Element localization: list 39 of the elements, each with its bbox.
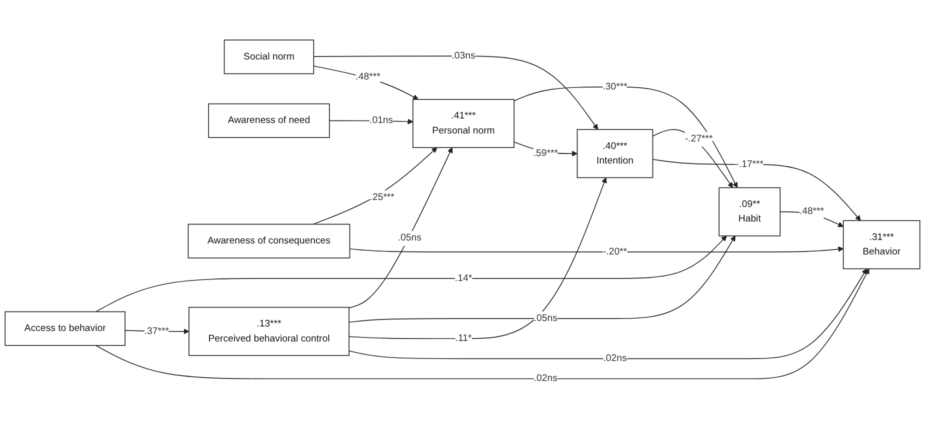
edge-label: .14* — [454, 272, 472, 284]
arrow — [328, 118, 414, 124]
arrow — [349, 246, 844, 252]
edge-label: .03ns — [452, 50, 476, 62]
arrow — [313, 66, 419, 100]
node-box: .40*** Intention — [576, 129, 654, 178]
edge-label: -.17*** — [736, 158, 764, 170]
edge-label: .25*** — [370, 191, 394, 202]
edge-label: .05ns — [398, 232, 422, 244]
arrow — [348, 147, 453, 308]
edge-label: .02ns — [534, 372, 558, 384]
node-box: Awareness of need — [208, 103, 330, 138]
arrow — [95, 236, 727, 312]
node-box: Social norm — [224, 40, 314, 74]
edge-label: .05ns — [534, 312, 558, 324]
node-box: .31*** Behavior — [842, 220, 920, 270]
arrow — [652, 129, 734, 188]
edge-label: .48*** — [356, 71, 380, 82]
edge-label: -.27*** — [684, 133, 713, 144]
arrow — [313, 56, 598, 130]
edge-label: .37*** — [144, 325, 169, 336]
arrow — [652, 158, 861, 221]
arrow — [312, 147, 438, 225]
node-box: Awareness of consequences — [188, 224, 350, 258]
node-box: .41*** Personal norm — [412, 99, 514, 148]
arrow — [95, 268, 870, 380]
node-box: .13*** Perceived behavioral control — [188, 306, 350, 356]
node-box: .09** Habit — [718, 187, 781, 236]
edge-label: .30*** — [602, 81, 628, 92]
arrow — [348, 268, 868, 360]
edge-label: .48*** — [799, 206, 824, 217]
edge-label: .01ns — [370, 114, 394, 126]
edge-label: .11* — [455, 332, 472, 344]
edge-label: .59*** — [533, 148, 558, 159]
edge-label: -.20** — [602, 246, 628, 257]
node-box: Access to behavior — [4, 311, 126, 346]
edge-label: .02ns — [603, 352, 627, 364]
arrow — [348, 236, 736, 323]
arrow — [348, 177, 607, 340]
